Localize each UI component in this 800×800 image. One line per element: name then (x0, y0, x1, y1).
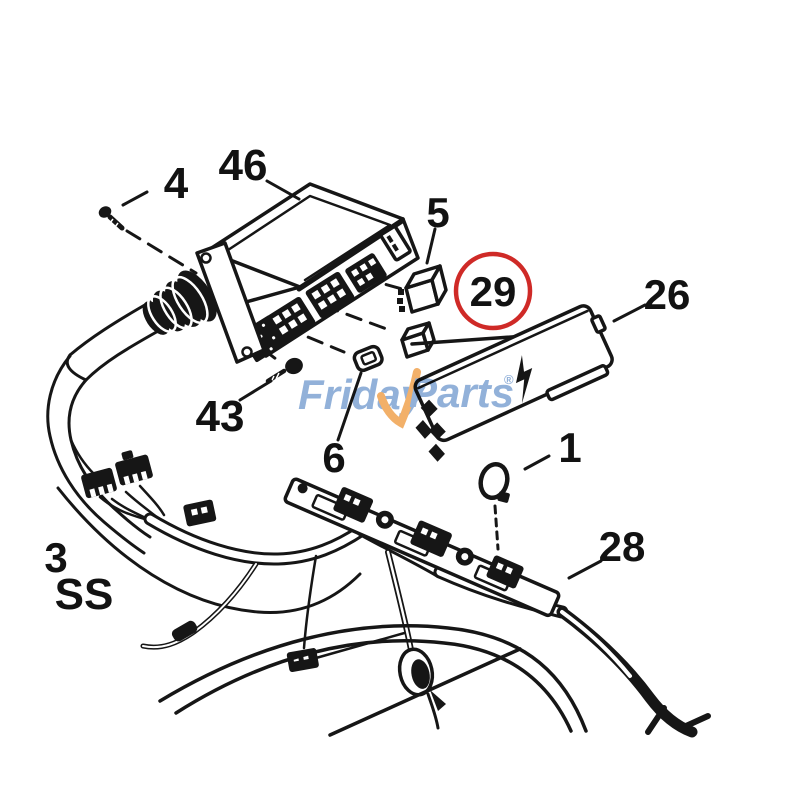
part-29-relay-cube (400, 321, 436, 359)
wiring-harness (46, 300, 588, 737)
part-4-screw (98, 206, 125, 231)
part-6-grommet (352, 344, 384, 373)
watermark-word2: Parts (409, 369, 514, 416)
lightning-bolt-icon (515, 355, 533, 404)
edge-text-ss: SS (55, 570, 114, 619)
part-label-26: 26 (644, 271, 691, 318)
part-label-5: 5 (426, 189, 449, 236)
part-label-29: 29 (470, 268, 517, 315)
part-43-bolt (265, 357, 303, 384)
part-label-46: 46 (219, 141, 268, 190)
wire-ferrule (171, 620, 198, 642)
part-1-clip (478, 461, 510, 551)
part-label-4: 4 (164, 159, 189, 208)
part-label-43: 43 (196, 392, 245, 441)
edge-text-3: 3 (44, 534, 67, 581)
watermark: Friday Parts ® (298, 368, 514, 429)
part-label-1: 1 (558, 424, 581, 471)
highlight-circle-29: 29 (453, 251, 533, 331)
harness-boot (142, 270, 217, 335)
part-28-bracket (283, 477, 711, 738)
harness-grommet (397, 647, 435, 697)
bundle-connector (183, 499, 217, 527)
watermark-registered: ® (504, 372, 514, 387)
part-label-6: 6 (322, 434, 345, 481)
label-leaders (121, 179, 647, 580)
part-46-fuse-box (142, 182, 420, 364)
highlight-ring (453, 251, 533, 331)
watermark-check-icon (377, 368, 421, 429)
part-5-relay-cube (397, 264, 448, 314)
part-26-cover (413, 304, 614, 462)
part-label-28: 28 (599, 523, 646, 570)
